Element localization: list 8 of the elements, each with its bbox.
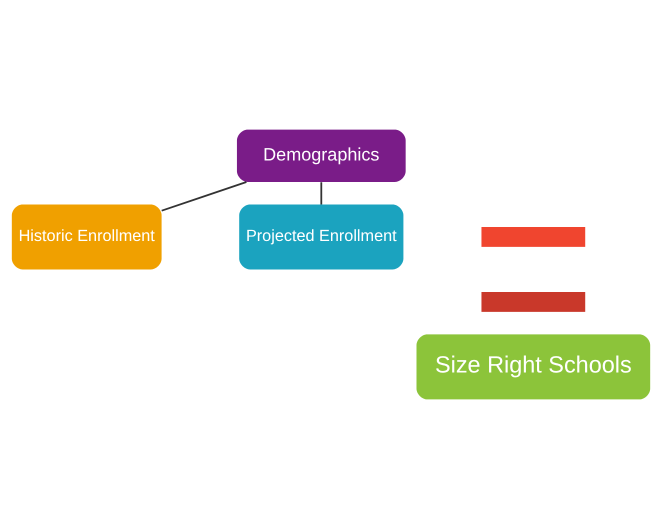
node-bar <box>481 227 586 247</box>
connector <box>161 181 247 212</box>
node-box: Demographics <box>236 130 406 182</box>
connector <box>320 182 322 204</box>
node-bar <box>481 292 586 312</box>
node-box: Projected Enrollment <box>239 204 404 270</box>
node-box: Historic Enrollment <box>12 204 162 270</box>
node-box: Size Right Schools <box>416 334 650 400</box>
